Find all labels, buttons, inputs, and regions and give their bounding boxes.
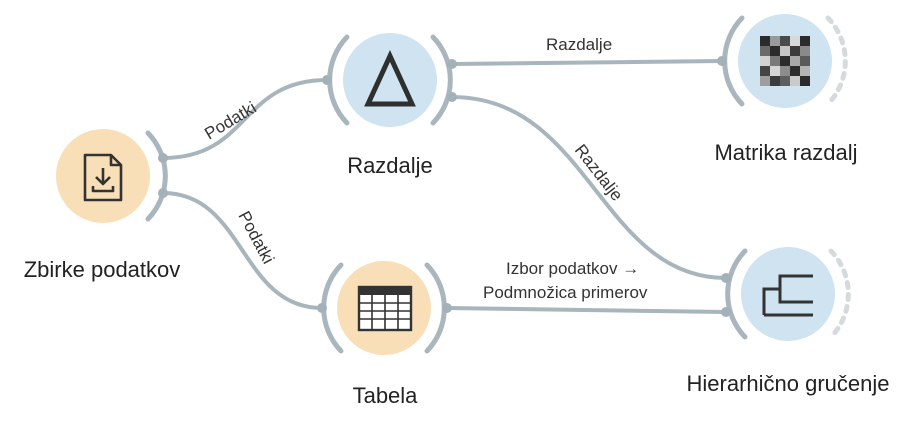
node-distance-matrix[interactable]: Matrika razdalj bbox=[714, 14, 858, 165]
node-datasets[interactable]: Zbirke podatkov bbox=[24, 129, 181, 282]
link-label-datasets-distances: Podatki bbox=[201, 98, 259, 143]
node-distances-title: Razdalje bbox=[347, 153, 433, 178]
table-grid-icon bbox=[357, 285, 413, 332]
port-distances-in[interactable] bbox=[322, 75, 332, 85]
link-datasets-distances[interactable] bbox=[161, 78, 329, 160]
distance-matrix-icon bbox=[760, 36, 810, 86]
port-hierarchical-in-1[interactable] bbox=[721, 273, 731, 283]
node-hierarchical-input-arc bbox=[725, 248, 748, 340]
node-distance-matrix-output-arc bbox=[825, 15, 848, 107]
port-distance-matrix-in[interactable] bbox=[717, 56, 727, 66]
node-distances-output-arc bbox=[430, 34, 453, 126]
node-distances[interactable]: Razdalje bbox=[322, 33, 457, 178]
delta-icon bbox=[364, 49, 416, 107]
link-table-hierarchical[interactable] bbox=[445, 306, 728, 314]
node-datasets-title: Zbirke podatkov bbox=[24, 257, 181, 282]
node-distance-matrix-title: Matrika razdalj bbox=[714, 140, 857, 165]
link-distances-matrix[interactable] bbox=[450, 59, 724, 66]
link-label-table-hierarchical-2: Podmnožica primerov bbox=[483, 283, 648, 302]
port-datasets-out-2[interactable] bbox=[158, 188, 168, 198]
link-label-distances-matrix: Razdalje bbox=[546, 35, 612, 54]
dendrogram-icon bbox=[762, 274, 813, 317]
port-table-in[interactable] bbox=[317, 303, 327, 313]
node-table[interactable]: Tabela bbox=[317, 261, 452, 408]
node-hierarchical-output-arc bbox=[828, 248, 851, 340]
node-hierarchical-body[interactable] bbox=[741, 247, 835, 341]
node-hierarchical-title: Hierarhično gručenje bbox=[687, 371, 890, 396]
port-distances-out-2[interactable] bbox=[447, 92, 457, 102]
link-distances-hierarchical[interactable] bbox=[450, 95, 728, 280]
port-distances-out-1[interactable] bbox=[447, 59, 457, 69]
link-datasets-table[interactable] bbox=[161, 191, 324, 310]
node-distances-body[interactable] bbox=[343, 33, 437, 127]
link-label-datasets-table: Podatki bbox=[234, 208, 277, 267]
file-download-icon bbox=[83, 153, 123, 202]
node-hierarchical[interactable]: Hierarhično gručenje bbox=[687, 247, 890, 396]
node-table-title: Tabela bbox=[353, 383, 419, 408]
port-hierarchical-in-2[interactable] bbox=[721, 307, 731, 317]
port-datasets-out-1[interactable] bbox=[158, 153, 168, 163]
link-label-table-hierarchical-1: Izbor podatkov → bbox=[506, 259, 639, 278]
port-table-out[interactable] bbox=[442, 303, 452, 313]
node-datasets-output-arc bbox=[145, 130, 168, 222]
